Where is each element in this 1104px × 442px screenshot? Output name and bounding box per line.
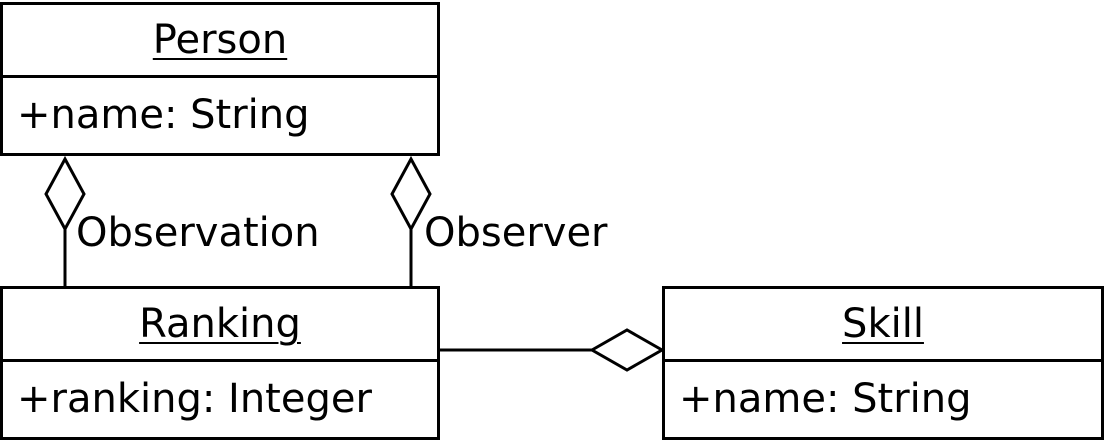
person-class-box[interactable]: Person +name: String xyxy=(0,2,440,156)
skill-attribute: +name: String xyxy=(679,376,972,422)
ranking-attribute: +ranking: Integer xyxy=(17,376,372,422)
skill-class-box[interactable]: Skill +name: String xyxy=(662,286,1104,440)
ranking-class-name: Ranking xyxy=(3,289,437,362)
observer-label: Observer xyxy=(424,210,608,256)
observation-association: Observation xyxy=(44,155,320,286)
skill-aggregation-diamond xyxy=(588,328,666,372)
skill-class-name: Skill xyxy=(665,289,1101,362)
observation-aggregation-diamond xyxy=(44,155,86,233)
person-class-name: Person xyxy=(3,5,437,78)
observer-aggregation-diamond xyxy=(390,155,432,233)
ranking-class-box[interactable]: Ranking +ranking: Integer xyxy=(0,286,440,440)
observer-association: Observer xyxy=(390,155,608,286)
observation-label: Observation xyxy=(76,210,320,256)
person-attribute: +name: String xyxy=(17,92,310,138)
skill-association xyxy=(440,328,666,372)
